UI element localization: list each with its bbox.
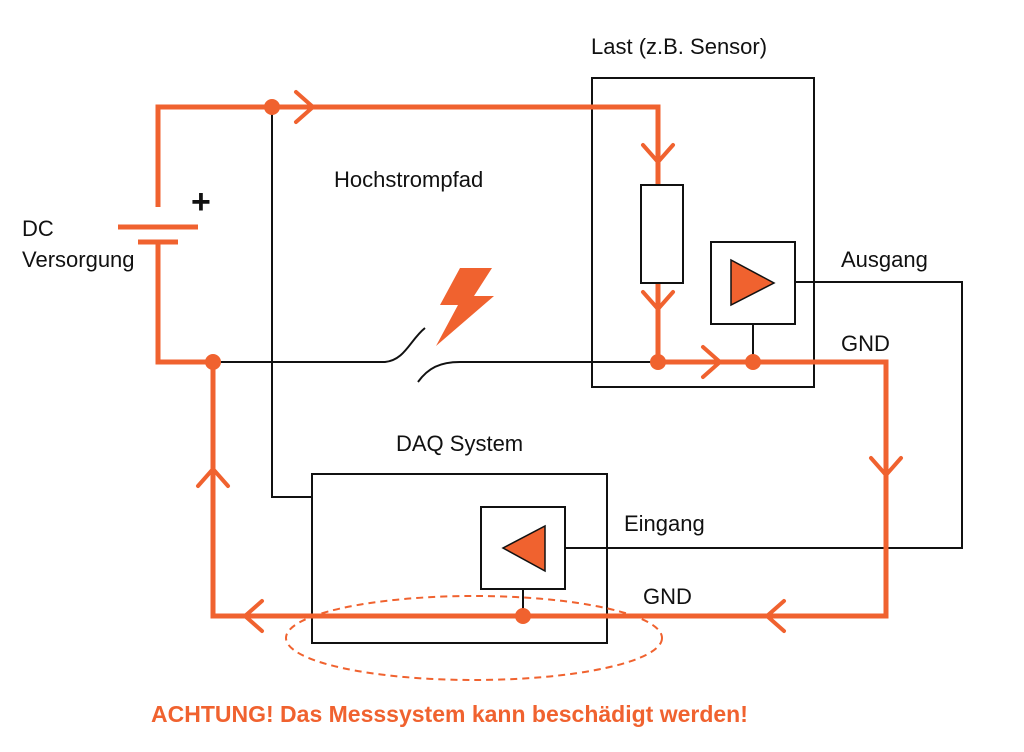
damage-zone-ellipse [285,595,663,681]
high-current-path-label: Hochstrompfad [334,167,483,192]
arrow-down-load-bottom [641,290,675,311]
daq-supply-wire [271,107,312,498]
high-current-loop [155,104,889,619]
ground-wire-left [213,327,426,363]
gnd-load-label: GND [841,331,890,356]
junction-load-ground [650,354,666,370]
output-label: Ausgang [841,247,928,272]
daq-box [311,473,608,644]
arrow-right-top [294,90,315,124]
supply-ground-path [155,242,213,365]
arrow-up-left [196,467,230,488]
supply-label-line2: Versorgung [22,247,135,272]
signal-wiring [213,107,963,549]
junction-supply-ground [205,354,221,370]
junction-dots [205,99,761,624]
signal-wire [565,281,963,549]
load-label: Last (z.B. Sensor) [591,34,767,59]
current-direction-arrows [196,90,903,633]
junction-daq-ground [515,608,531,624]
arrow-down-right [869,456,903,477]
input-label: Eingang [624,511,705,536]
daq-label: DAQ System [396,431,523,456]
resistor-icon [640,184,684,284]
supply-label-line1: DC [22,216,54,241]
plus-sign: + [191,183,211,221]
top-current-path [155,104,661,207]
battery-icon [118,224,198,245]
arrow-left-bottom-left [243,599,264,633]
arrow-right-ground [701,345,722,379]
gnd-daq-label: GND [643,584,692,609]
amplifier-output-icon [710,241,796,362]
junction-top [264,99,280,115]
arrow-left-bottom-right [765,599,786,633]
load-box [591,77,815,388]
warning-text: ACHTUNG! Das Messsystem kann beschädigt … [151,701,748,727]
lightning-bolt-icon [436,268,494,346]
junction-output-ground [745,354,761,370]
ground-wire-right [417,361,660,383]
return-current-path [210,359,889,619]
arrow-down-load-top [641,143,675,164]
